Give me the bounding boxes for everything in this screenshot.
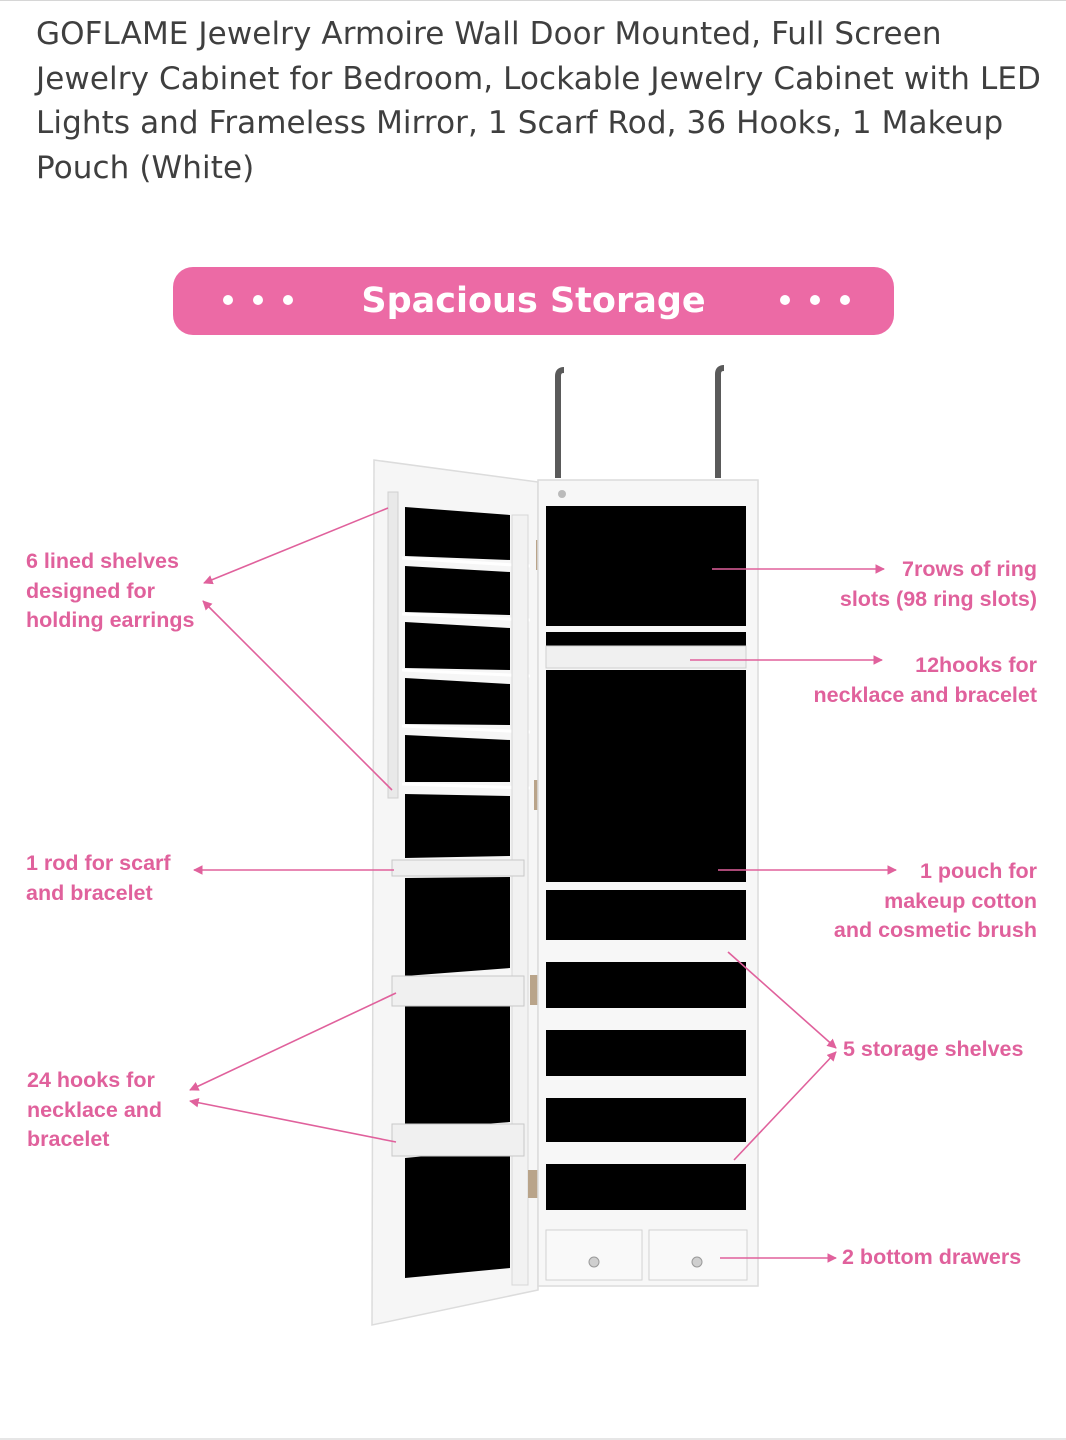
callout-12-hooks: 12hooks for necklace and bracelet (814, 651, 1037, 710)
banner-dots-right (780, 295, 850, 305)
door-hanger-straps (555, 365, 725, 478)
callout-24-hooks: 24 hooks for necklace and bracelet (27, 1066, 162, 1155)
callout-line: 12hooks for (915, 653, 1037, 677)
callout-makeup-pouch: 1 pouch for makeup cotton and cosmetic b… (834, 857, 1037, 946)
callout-line: 24 hooks for (27, 1068, 155, 1092)
bottom-divider (0, 1438, 1066, 1440)
cabinet-body (537, 479, 759, 1287)
callout-ring-slots: 7rows of ring slots (98 ring slots) (840, 555, 1037, 614)
product-title: GOFLAME Jewelry Armoire Wall Door Mounte… (36, 16, 1042, 186)
callout-line: 2 bottom drawers (842, 1245, 1022, 1269)
callout-line: 1 pouch for (919, 859, 1037, 883)
banner-title: Spacious Storage (361, 281, 706, 321)
callout-lined-shelves: 6 lined shelves designed for holding ear… (26, 547, 194, 636)
callout-line: 7rows of ring (902, 557, 1037, 581)
callout-line: and bracelet (26, 880, 153, 905)
spacious-storage-banner: Spacious Storage (173, 267, 894, 335)
callout-line: bracelet (27, 1127, 110, 1151)
callout-line: and cosmetic brush (833, 918, 1037, 942)
top-divider (0, 0, 1066, 1)
callout-line: 6 lined shelves (26, 549, 179, 573)
callout-scarf-rod: 1 rod for scarf and bracelet (26, 849, 171, 908)
cabinet-door (371, 459, 545, 1326)
callout-line: holding earrings (26, 608, 195, 632)
callout-line: 5 storage shelves (843, 1037, 1024, 1061)
callout-arrows (189, 507, 897, 1263)
callout-bottom-drawers: 2 bottom drawers (842, 1243, 1021, 1273)
banner-dots-left (223, 295, 293, 305)
callout-line: designed for (26, 578, 156, 603)
callout-line: makeup cotton (884, 888, 1037, 913)
callout-line: 1 rod for scarf (26, 851, 171, 875)
callout-line: necklace and bracelet (813, 682, 1037, 707)
callout-line: necklace and (27, 1097, 163, 1122)
callout-line: slots (98 ring slots) (839, 586, 1037, 611)
callout-storage-shelves: 5 storage shelves (843, 1035, 1023, 1065)
